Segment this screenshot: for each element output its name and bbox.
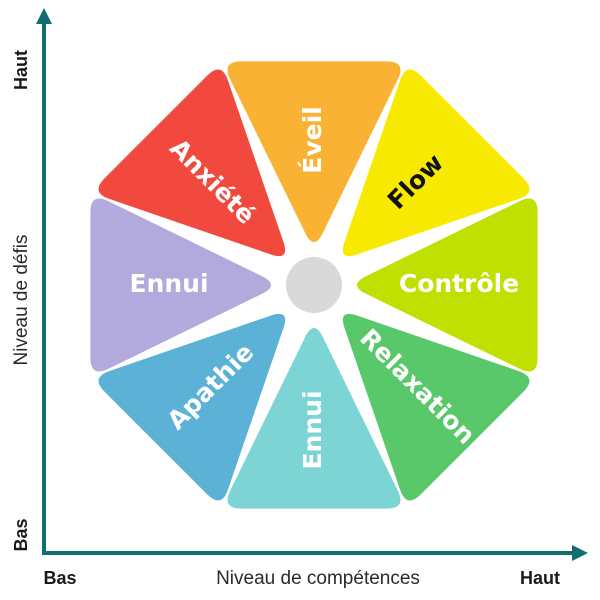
segment-4 xyxy=(342,313,530,501)
segment-label-5: Ennui xyxy=(298,390,327,469)
segment-2 xyxy=(342,69,530,257)
segment-3 xyxy=(357,198,538,372)
y-axis-low-label: Bas xyxy=(11,518,31,551)
y-axis-title: Niveau de défis xyxy=(11,235,32,366)
segment-1 xyxy=(227,61,401,243)
segment-label-7: Ennui xyxy=(129,269,208,298)
segment-8 xyxy=(98,69,286,257)
segment-5 xyxy=(227,328,401,509)
x-axis-low-label: Bas xyxy=(43,568,76,588)
segments-wheel: ÉveilFlowContrôleRelaxationEnnuiApathieE… xyxy=(90,61,538,509)
x-axis-title: Niveau de compétences xyxy=(216,568,420,589)
center-hub xyxy=(286,257,342,313)
segment-6 xyxy=(98,313,286,501)
segment-7 xyxy=(90,198,272,372)
x-axis-high-label: Haut xyxy=(520,568,560,588)
y-axis-high-label: Haut xyxy=(11,50,31,90)
segment-label-1: Éveil xyxy=(298,106,327,173)
segment-label-3: Contrôle xyxy=(399,269,519,298)
